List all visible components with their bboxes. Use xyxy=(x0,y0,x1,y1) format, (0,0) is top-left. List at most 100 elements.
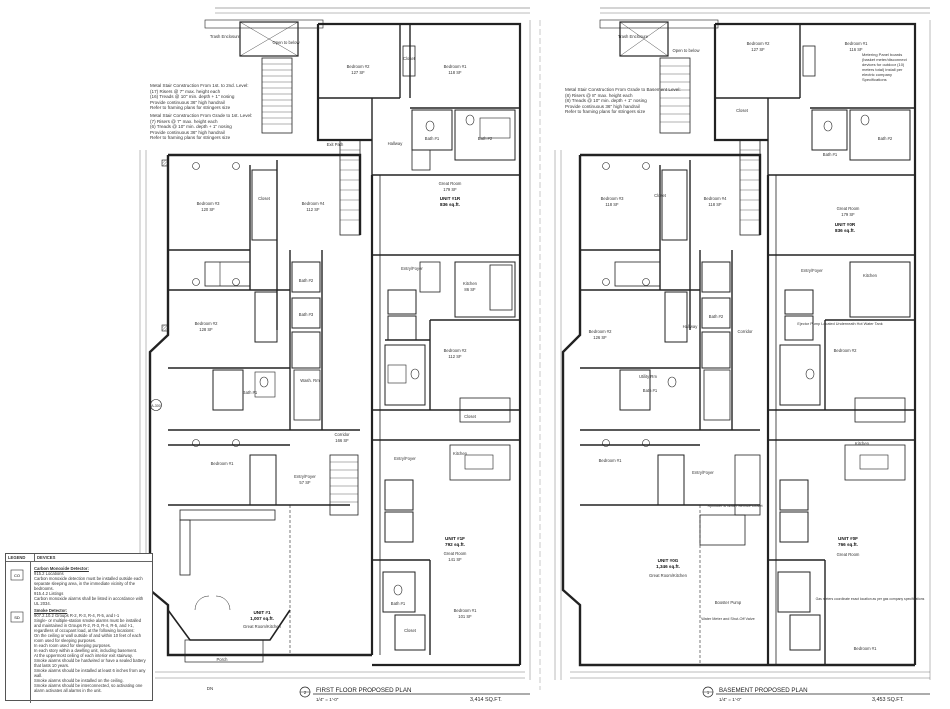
room-label: Great Room/Kitchen xyxy=(649,573,688,578)
co-title: Carbon Monoxide Detector: xyxy=(34,566,89,571)
room-area: 141 SF xyxy=(448,557,462,562)
svg-text:Bedroom #1: Bedroom #1 xyxy=(599,458,622,463)
water-meter-label: Water Meter and Shut-Off Valve xyxy=(701,617,755,621)
co-line: Carbon monoxide detection must be instal… xyxy=(34,576,143,591)
title-basement: 1 BASEMENT PROPOSED PLAN 1/4" = 1'-0" 3,… xyxy=(702,686,930,703)
room-label: Entry/Foyer xyxy=(692,470,714,475)
svg-text:1,346 sq.ft.: 1,346 sq.ft. xyxy=(656,564,680,569)
svg-text:836 sq.ft.: 836 sq.ft. xyxy=(835,228,855,233)
title-first-text: FIRST FLOOR PROPOSED PLAN xyxy=(316,687,411,694)
svg-text:Closet: Closet xyxy=(404,628,417,633)
smoke-line: In each room used for sleeping purposes. xyxy=(34,643,112,648)
co-line: Carbon monoxide alarms shall be listed i… xyxy=(34,596,144,606)
svg-text:Water Meter and Shut-Off Valve: Water Meter and Shut-Off Valve xyxy=(701,617,755,621)
svg-text:Bedroom #1: Bedroom #1 xyxy=(444,64,467,69)
svg-text:UNIT #1F: UNIT #1F xyxy=(445,536,465,541)
svg-text:Kitchen: Kitchen xyxy=(855,441,870,446)
svg-text:Bedroom #1: Bedroom #1 xyxy=(454,608,477,613)
svg-text:Bath #2: Bath #2 xyxy=(709,314,724,319)
stair-note-title: Metal Stair Construction From Grade to 1… xyxy=(150,113,253,118)
room-area: 127 SF xyxy=(351,70,365,75)
stair-note-line: Refer to framing plans for stringers siz… xyxy=(565,109,646,115)
svg-text:Bedroom #4: Bedroom #4 xyxy=(302,201,325,206)
metering-note-line: meters total) install per xyxy=(862,67,903,72)
room-label: Entry/Foyer xyxy=(801,268,823,273)
unit-label: UNIT #0G xyxy=(658,558,679,563)
room-label: Kitchen xyxy=(453,451,468,456)
title-first-scale: 1/4" = 1'-0" xyxy=(316,697,339,702)
smoke-line: At the uppermost ceiling of each interio… xyxy=(34,653,133,658)
room-label: Trash Enclosure xyxy=(210,34,241,39)
svg-text:Corridor: Corridor xyxy=(737,329,753,334)
room-label: Wash. Rm xyxy=(300,378,320,383)
room-area: 118 SF xyxy=(605,202,619,207)
svg-text:Gas meters coordinate exact lo: Gas meters coordinate exact location as … xyxy=(816,597,925,601)
room-label: Great Room xyxy=(439,181,462,186)
svg-text:Great Room: Great Room xyxy=(837,206,860,211)
room-label: Bedroom #2 xyxy=(834,348,857,353)
svg-text:127 SF: 127 SF xyxy=(351,70,365,75)
room-label: Closet xyxy=(654,193,667,198)
basement-plan xyxy=(554,7,931,680)
svg-text:Bath #2: Bath #2 xyxy=(878,136,893,141)
smoke-line: On the ceiling or wall outside of and wi… xyxy=(34,633,142,643)
room-label: Bedroom #1 xyxy=(599,458,622,463)
room-label: Hallway xyxy=(683,324,699,329)
room-area: 128 SF xyxy=(199,327,213,332)
metering-note-line: devices for outdoor (10) xyxy=(862,62,905,67)
room-label: Open to below xyxy=(672,48,700,53)
unit-area: 792 sq.ft. xyxy=(445,542,465,547)
svg-text:Kitchen: Kitchen xyxy=(453,451,468,456)
room-label: Bedroom #3 xyxy=(601,196,624,201)
room-label: Bath #2 xyxy=(478,136,493,141)
smoke-title: Smoke Detector: xyxy=(34,608,68,613)
stair-note-line: (8) Risers @ 8" max. height each xyxy=(565,92,633,98)
svg-text:Entry/Foyer: Entry/Foyer xyxy=(692,470,714,475)
stair-note-line: Refer to framing plans for stringers siz… xyxy=(150,105,231,111)
room-label: Bath #2 xyxy=(709,314,724,319)
room-label: Corridor xyxy=(334,432,350,437)
svg-text:Closet: Closet xyxy=(403,56,416,61)
svg-text:Kitchen: Kitchen xyxy=(863,273,878,278)
svg-text:Booster Pump: Booster Pump xyxy=(715,600,742,605)
svg-text:Utility Rm: Utility Rm xyxy=(639,374,657,379)
room-label: Bedroom #2 xyxy=(195,321,218,326)
title-first-num: 2 xyxy=(304,690,307,695)
room-label: Bedroom #3 xyxy=(197,201,220,206)
room-label: Corridor xyxy=(737,329,753,334)
room-area: 112 SF xyxy=(306,207,320,212)
title-base-text: BASEMENT PROPOSED PLAN xyxy=(719,687,808,694)
svg-text:Porch: Porch xyxy=(217,657,229,662)
room-area: 166 SF xyxy=(335,438,349,443)
svg-text:128 SF: 128 SF xyxy=(199,327,213,332)
svg-text:Exit Path: Exit Path xyxy=(327,142,344,147)
unit-area: 836 sq.ft. xyxy=(835,228,855,233)
room-label: Bedroom #2 xyxy=(747,41,770,46)
svg-text:112 SF: 112 SF xyxy=(448,354,462,359)
room-label: Closet xyxy=(736,108,749,113)
unit-area: 766 sq.ft. xyxy=(838,542,858,547)
svg-text:Bath #2: Bath #2 xyxy=(299,278,314,283)
svg-text:Closet: Closet xyxy=(654,193,667,198)
title-base-scale: 1/4" = 1'-0" xyxy=(719,697,742,702)
section-bubble-left xyxy=(150,399,162,411)
svg-text:CO: CO xyxy=(14,573,20,578)
smoke-line: Smoke alarms should be hardwired or have… xyxy=(34,658,146,668)
svg-text:Bedroom #1: Bedroom #1 xyxy=(854,646,877,651)
title-base-num: 1 xyxy=(707,690,710,695)
title-first-floor: 2 FIRST FLOOR PROPOSED PLAN 1/4" = 1'-0"… xyxy=(299,686,530,703)
svg-text:Bedroom #1: Bedroom #1 xyxy=(211,461,234,466)
svg-text:Entry/Foyer: Entry/Foyer xyxy=(294,474,316,479)
legend-symbols: CO SD xyxy=(6,562,31,703)
stair-note-line: (6) Treads @ 10" min. depth + 1" nosing xyxy=(150,124,232,130)
stair-note-line: (16) Treads @ 10" min. depth + 1" nosing xyxy=(150,94,235,100)
svg-text:Entry/Foyer: Entry/Foyer xyxy=(394,456,416,461)
dn-label: DN xyxy=(207,686,214,691)
smoke-line: Smoke alarms should be interconnected, s… xyxy=(34,683,143,693)
room-label: Trash Enclosure xyxy=(618,34,649,39)
svg-text:UNIT #1: UNIT #1 xyxy=(253,610,271,615)
smoke-line: Smoke alarms should be installed at leas… xyxy=(34,668,146,678)
svg-text:118 SF: 118 SF xyxy=(605,202,619,207)
